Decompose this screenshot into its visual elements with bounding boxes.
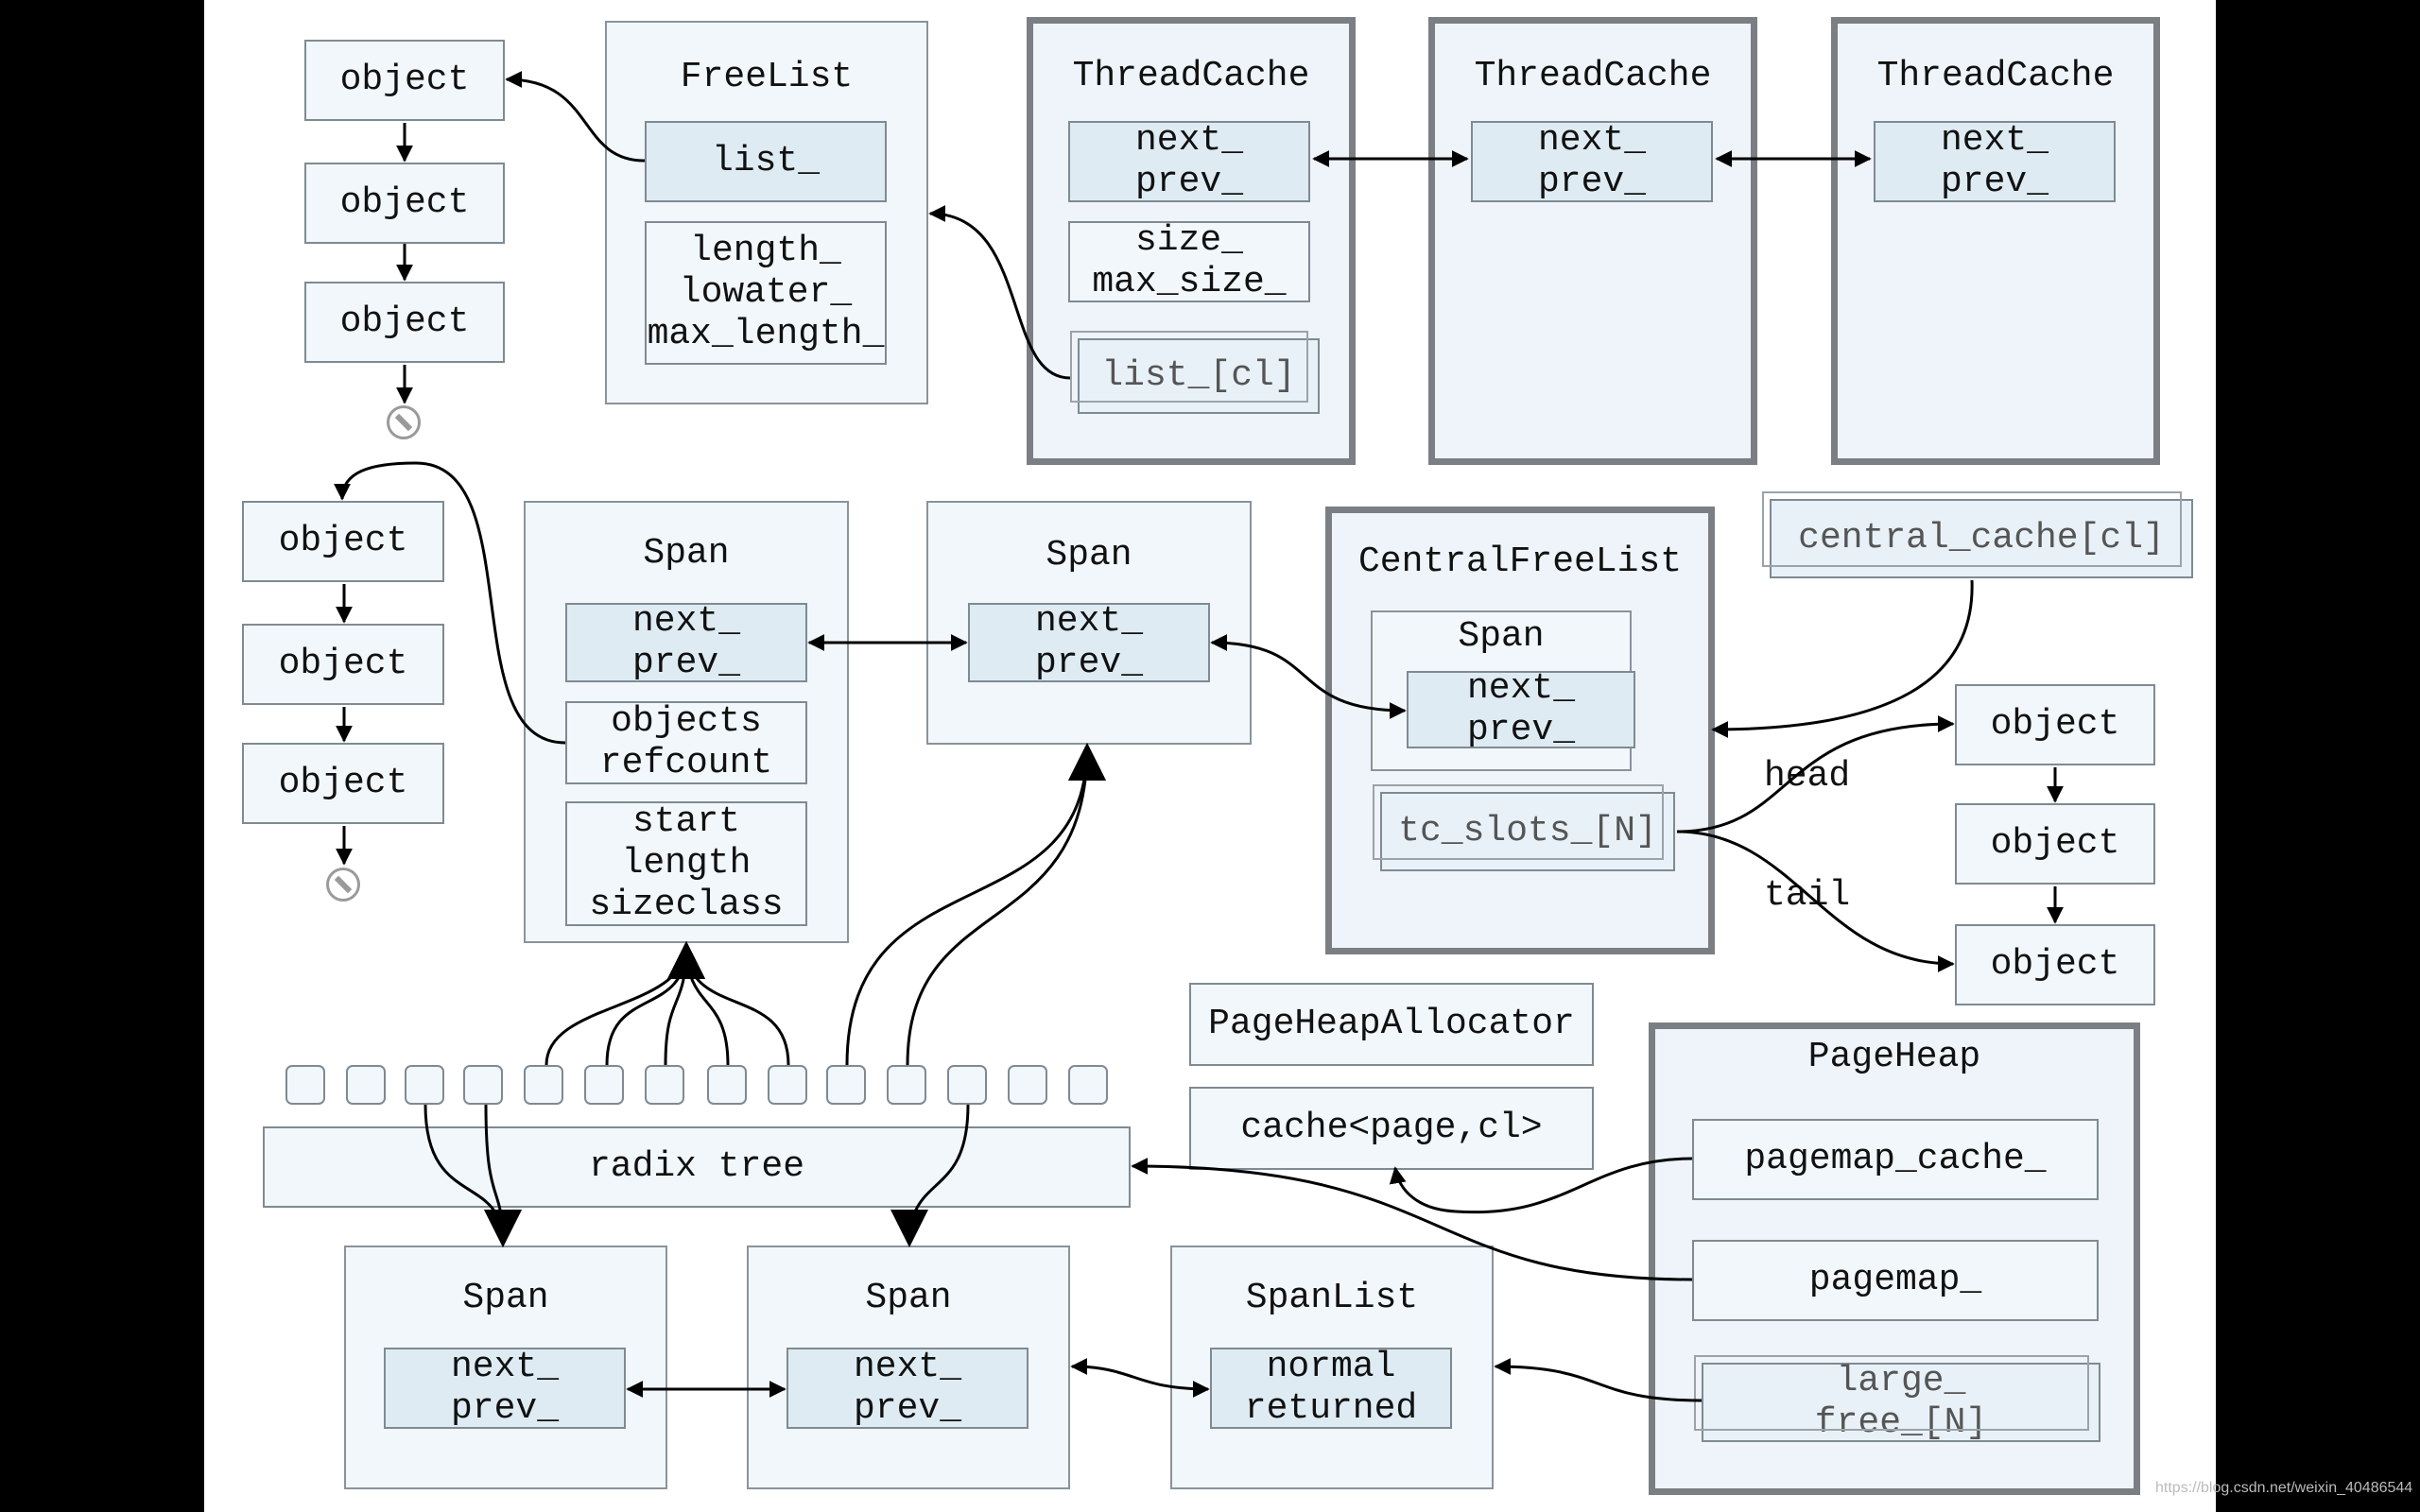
threadcache-title: ThreadCache [1474,56,1712,96]
central-span-links-field: next_ prev_ [1407,668,1635,750]
radix-slot [826,1065,866,1105]
span-meta-field: start length sizeclass [565,801,807,926]
pageheap-allocator: PageHeapAllocator [1189,983,1594,1066]
threadcache-links-field: next_ prev_ [1068,120,1310,202]
pagemap-field: pagemap_ [1692,1240,2099,1321]
object-node: object [242,743,444,824]
span-links-field: next_ prev_ [786,1347,1028,1429]
radix-slot [346,1065,386,1105]
threadcache-box: ThreadCache [1831,17,2160,465]
centralfreelist-title: CentralFreeList [1357,541,1683,582]
radix-slot [1068,1065,1108,1105]
threadcache-title: ThreadCache [1072,56,1310,96]
threadcache-links-field: next_ prev_ [1874,120,2116,202]
span-links-field: next_ prev_ [565,601,807,683]
threadcache-box: ThreadCache [1428,17,1757,465]
radix-slot [645,1065,684,1105]
radix-tree: radix tree [263,1126,1131,1208]
radix-slot [1008,1065,1047,1105]
large-free-array: large_ free_[N] [1694,1355,2100,1443]
radix-slot [524,1065,563,1105]
threadcache-title: ThreadCache [1876,56,2115,96]
object-node: object [1955,684,2155,765]
spanlist-lists-field: normal returned [1210,1347,1452,1429]
object-node: object [1955,803,2155,885]
radix-slot [584,1065,624,1105]
threadcache-list-array: list_[cl] [1070,331,1320,414]
null-terminator-icon [387,405,421,439]
object-node: object [304,282,505,363]
radix-slot [887,1065,926,1105]
radix-slot [707,1065,747,1105]
radix-slot [947,1065,987,1105]
watermark: https://blog.csdn.net/weixin_40486544 [2155,1480,2413,1496]
central-span-title: Span [1458,616,1545,657]
pagemap-cache-field: pagemap_cache_ [1692,1119,2099,1200]
threadcache-links-field: next_ prev_ [1471,120,1713,202]
tail-label: tail [1764,875,1851,916]
tc-slots-array: tc_slots_[N] [1373,784,1675,871]
freelist-length-fields: length_ lowater_ max_length_ [645,221,887,365]
radix-slot [285,1065,325,1105]
span-title: Span [865,1278,952,1318]
object-node: object [304,40,505,121]
spanlist-title: SpanList [1245,1278,1419,1318]
page-cache: cache<page,cl> [1189,1087,1594,1170]
head-label: head [1764,756,1851,797]
freelist-title: FreeList [680,57,854,97]
object-node: object [242,624,444,705]
span-links-field: next_ prev_ [968,601,1210,683]
null-terminator-icon [326,868,360,902]
object-node: object [1955,924,2155,1005]
freelist-list-field: list_ [645,121,887,202]
radix-slot [768,1065,807,1105]
radix-slot [405,1065,444,1105]
object-node: object [242,501,444,582]
span-links-field: next_ prev_ [384,1347,626,1429]
span-title: Span [462,1278,549,1318]
radix-slot [463,1065,503,1105]
span-title: Span [643,533,730,574]
pageheap-title: PageHeap [1807,1037,1981,1077]
object-node: object [304,163,505,244]
span-title: Span [1046,535,1132,576]
span-objects-field: objects refcount [565,701,807,784]
threadcache-size-field: size_ max_size_ [1068,220,1310,302]
central-cache-array: central_cache[cl] [1762,491,2193,578]
